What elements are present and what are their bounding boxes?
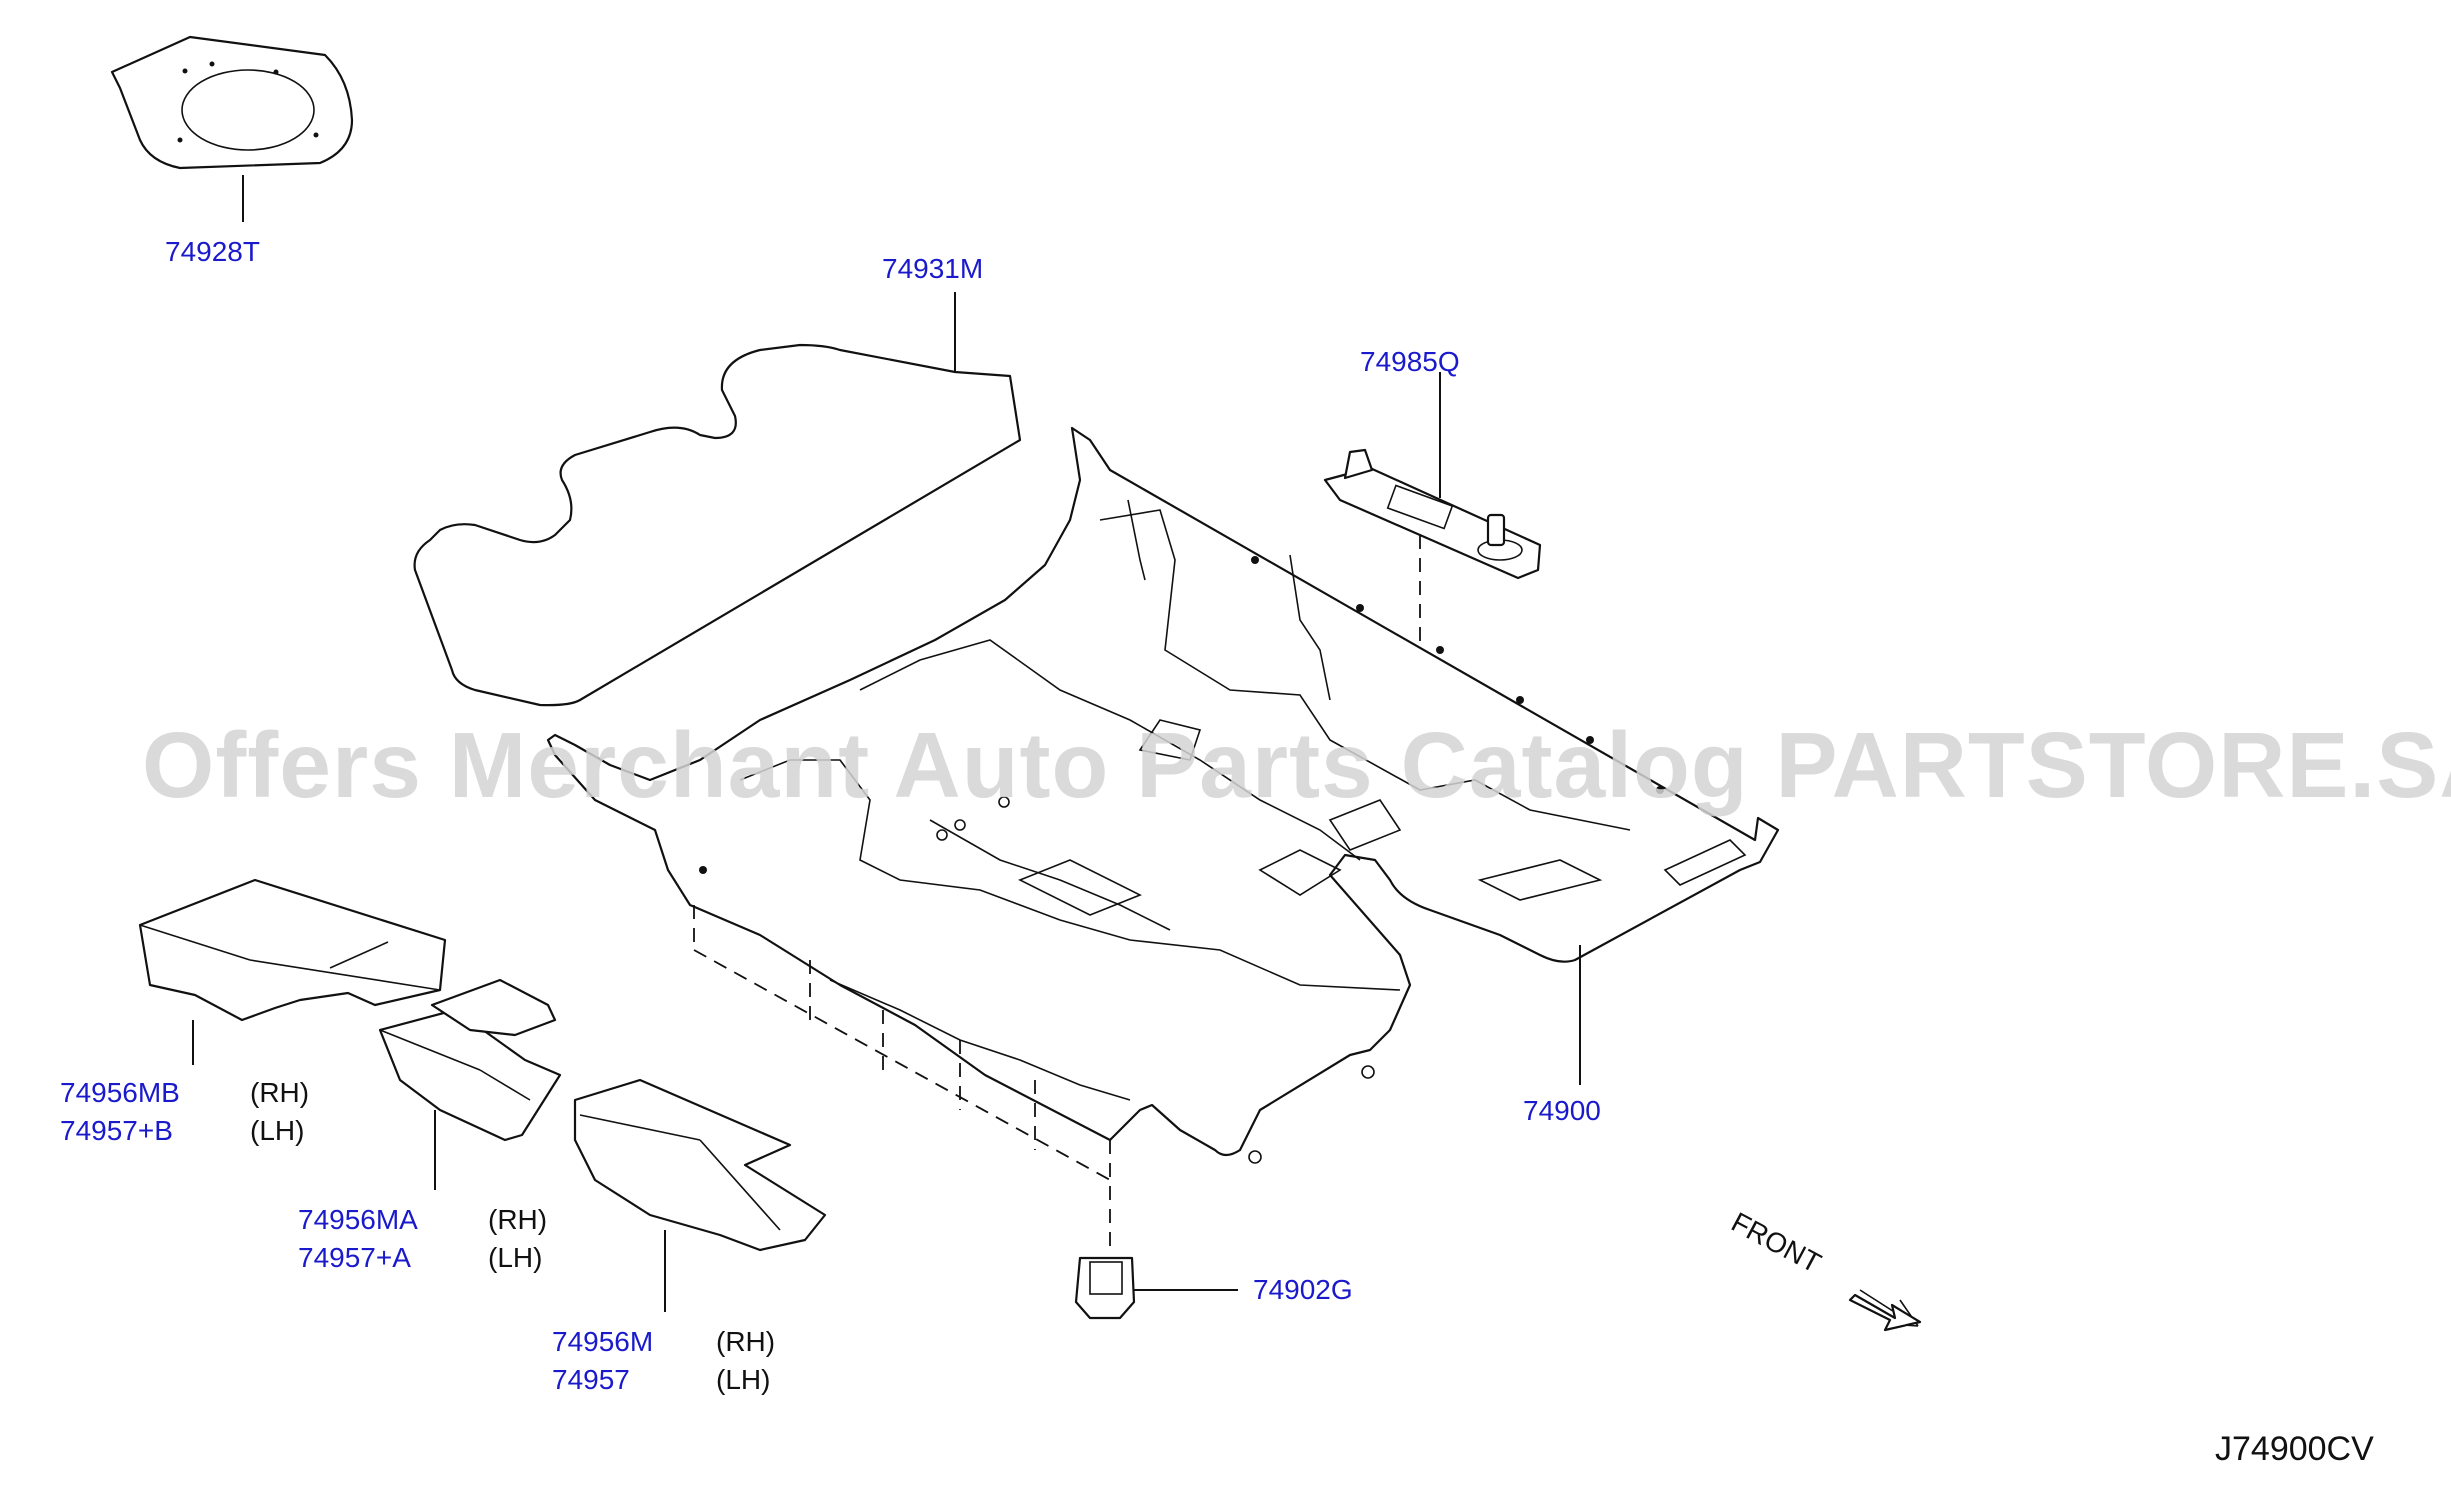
side-label-rh: (RH) <box>716 1326 776 1357</box>
part-74900-drawing[interactable] <box>546 426 1780 1250</box>
side-label-rh: (RH) <box>250 1077 310 1108</box>
side-label-rh: (RH) <box>488 1204 548 1235</box>
part-number-74931M[interactable]: 74931M <box>882 253 984 284</box>
part-number-74956MA[interactable]: 74956MA <box>298 1204 418 1235</box>
part-74956MA-drawing[interactable] <box>378 978 562 1190</box>
part-number-74956MB[interactable]: 74956MB <box>60 1077 180 1108</box>
part-number-74900[interactable]: 74900 <box>1523 1095 1601 1126</box>
side-label-lh: (LH) <box>250 1115 305 1146</box>
part-number-74957[interactable]: 74957 <box>552 1364 630 1395</box>
part-number-74956M[interactable]: 74956M <box>552 1326 654 1357</box>
side-label-lh: (LH) <box>488 1242 543 1273</box>
part-number-74957B[interactable]: 74957+B <box>60 1115 173 1146</box>
part-74985Q-drawing[interactable] <box>1323 372 1542 720</box>
part-74931M-drawing[interactable] <box>413 292 1022 707</box>
part-number-74985Q[interactable]: 74985Q <box>1360 346 1460 377</box>
watermark-text: Offers Merchant Auto Parts Catalog PARTS… <box>142 713 2451 817</box>
front-arrow-icon <box>1848 1289 1922 1332</box>
diagram-code: J74900CV <box>2215 1430 2374 1468</box>
side-label-lh: (LH) <box>716 1364 771 1395</box>
part-74956M-drawing[interactable] <box>573 1078 827 1312</box>
part-number-74957A[interactable]: 74957+A <box>298 1242 411 1273</box>
part-number-74902G[interactable]: 74902G <box>1253 1274 1353 1305</box>
part-74928T-drawing[interactable] <box>110 35 354 222</box>
part-74902G-drawing[interactable] <box>1074 1256 1238 1320</box>
part-number-74928T[interactable]: 74928T <box>165 236 260 267</box>
part-74956MB-drawing[interactable] <box>138 878 447 1065</box>
